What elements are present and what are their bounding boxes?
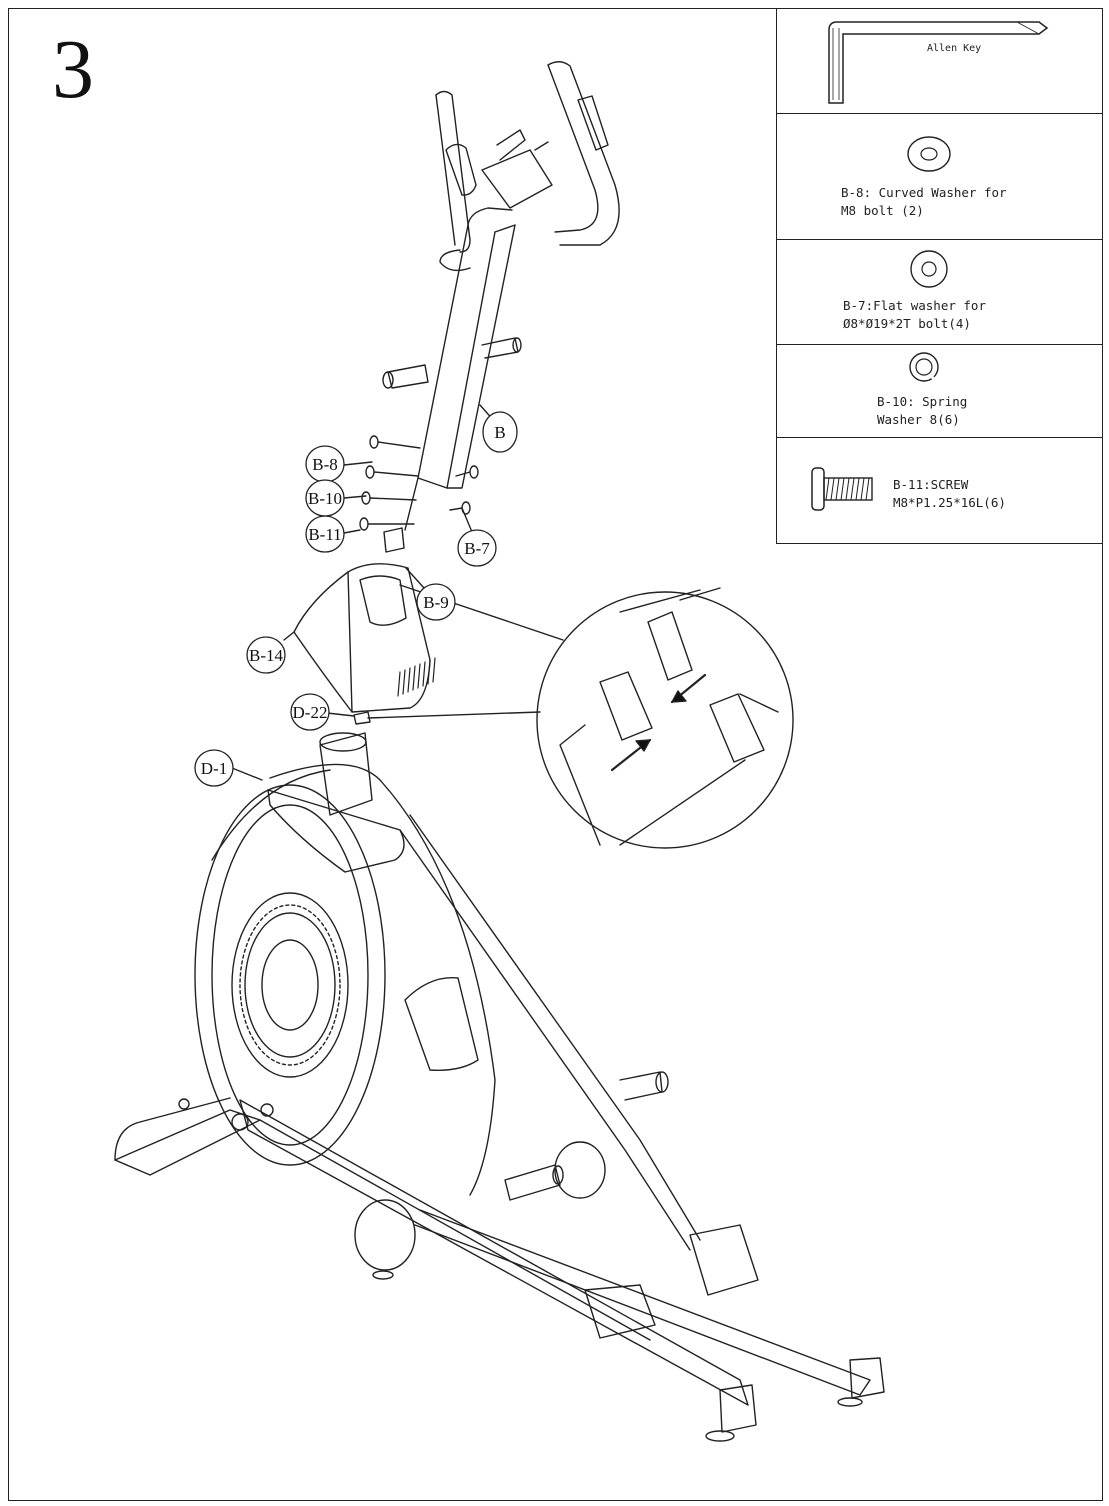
- b7-line1: B-7:Flat washer for: [843, 298, 986, 313]
- curved-washer-icon: [907, 136, 951, 172]
- callout-d22-text: D-22: [293, 703, 328, 722]
- page-frame: [8, 8, 1103, 1501]
- step-number: 3: [52, 23, 94, 116]
- callout-b9: B-9: [416, 583, 456, 621]
- callout-b14-text: B-14: [249, 646, 284, 665]
- part-row-b7: B-7:Flat washer for Ø8*Ø19*2T bolt(4): [777, 240, 1103, 345]
- b8-line1: B-8: Curved Washer for: [841, 185, 1007, 200]
- callout-b11-text: B-11: [308, 525, 341, 544]
- console-cover: [293, 563, 436, 713]
- callouts: B B-8 B-10 B-11 B-7 B-9 B-14 D-22: [194, 411, 518, 787]
- callout-d1-text: D-1: [201, 759, 227, 778]
- callout-b8-text: B-8: [312, 455, 338, 474]
- callout-d1: D-1: [194, 749, 234, 787]
- part-row-b8: B-8: Curved Washer for M8 bolt (2): [777, 114, 1103, 240]
- callout-b14: B-14: [246, 636, 286, 674]
- parts-table: Allen Key B-8: Curved Washer for M8 bolt…: [776, 8, 1103, 544]
- callout-b-text: B: [494, 423, 505, 442]
- bolt-set: [359, 435, 479, 531]
- b10-line1: B-10: Spring: [877, 394, 968, 409]
- b8-line2: M8 bolt (2): [841, 203, 924, 218]
- connector-detail: [367, 584, 794, 849]
- callout-b10: B-10: [305, 479, 345, 517]
- spring-washer-icon: [909, 352, 939, 382]
- part-row-allen-key: Allen Key: [777, 8, 1103, 114]
- b11-line1: B-11:SCREW: [893, 477, 969, 492]
- callout-b9-text: B-9: [423, 593, 449, 612]
- b11-line2: M8*P1.25*16L(6): [893, 495, 1006, 510]
- b7-line2: Ø8*Ø19*2T bolt(4): [843, 316, 971, 331]
- callout-b7-text: B-7: [464, 539, 490, 558]
- part-row-b11: B-11:SCREW M8*P1.25*16L(6): [777, 438, 1103, 544]
- handlebar-assembly: [382, 61, 620, 553]
- callout-b11: B-11: [305, 515, 345, 553]
- b10-line2: Washer 8(6): [877, 412, 960, 427]
- callout-b8: B-8: [305, 445, 345, 483]
- allen-key-icon: [828, 21, 1049, 104]
- screw-icon: [811, 467, 873, 511]
- callout-b10-text: B-10: [308, 489, 342, 508]
- main-frame: [114, 732, 885, 1442]
- allen-key-label: Allen Key: [927, 43, 982, 54]
- callout-b: B: [482, 411, 518, 453]
- callout-b7: B-7: [457, 529, 497, 567]
- part-row-b10: B-10: Spring Washer 8(6): [777, 345, 1103, 438]
- callout-d22: D-22: [290, 693, 330, 731]
- flat-washer-icon: [910, 250, 948, 288]
